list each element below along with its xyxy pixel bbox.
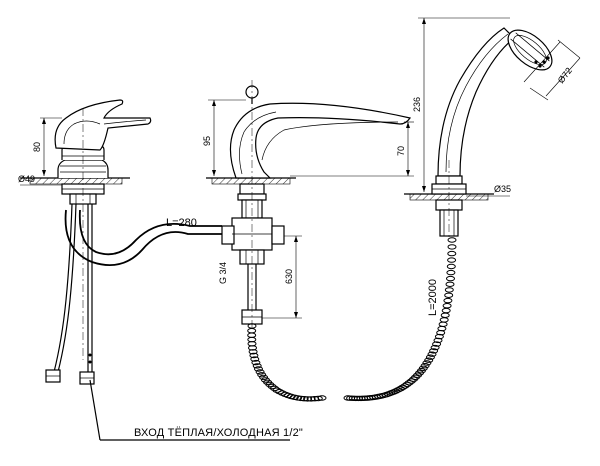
hose-coil-ring	[247, 328, 257, 334]
spout-body	[229, 102, 411, 179]
shower-hose	[247, 237, 457, 402]
hose-coil-ring	[427, 351, 437, 357]
dim-thread-size: G 3/4	[218, 262, 228, 284]
inlet-callout: ВХОД ТЁПЛАЯ/ХОЛОДНАЯ 1/2"	[89, 379, 303, 441]
hose-coil-ring	[447, 257, 457, 263]
hose-coil-ring	[447, 237, 457, 243]
hose-coil-ring	[444, 292, 454, 298]
hose-coil-ring	[439, 317, 449, 323]
hose-coil-ring	[418, 365, 428, 371]
left-mixer: 80 Ø49	[18, 99, 152, 360]
hose-coil-ring	[446, 275, 455, 282]
hose-coil-ring	[445, 281, 455, 287]
hose-coil-ring	[441, 307, 451, 314]
hose-coil-ring	[272, 387, 282, 393]
dim-left-mixer-diameter: Ø49	[18, 174, 35, 184]
dim-shower-hose-length: L=2000	[427, 279, 439, 316]
hand-shower-head	[507, 29, 553, 71]
hose-coil-ring	[440, 312, 450, 318]
hose-coil-ring	[446, 269, 456, 276]
hose-coil-ring	[395, 386, 405, 392]
hose-coil-ring	[447, 250, 457, 257]
hose-coil-ring	[447, 244, 457, 250]
dim-left-mixer-height: 80	[32, 142, 42, 152]
center-spout: 95 70 G 3/4 630	[202, 80, 414, 330]
dim-spout-outlet-height: 70	[396, 146, 406, 156]
hose-coil-ring	[398, 384, 408, 391]
center-deck-hatch	[211, 177, 291, 185]
hose-coil-ring	[446, 263, 456, 270]
hose-coil-ring	[438, 321, 448, 327]
hose-coil-ring	[249, 352, 259, 359]
hand-shower-handle	[437, 27, 515, 177]
hose-coil-ring	[259, 374, 269, 381]
hand-shower: 236 Ø72 Ø35 L=2000	[404, 17, 581, 316]
hose-coil-ring	[424, 357, 434, 363]
hose-coil-ring	[422, 360, 432, 366]
hose-coil-ring	[430, 344, 440, 351]
hose-coil-ring	[303, 396, 313, 402]
hose-coil-ring	[432, 341, 442, 347]
hose-coil-ring	[317, 395, 327, 401]
hose-coil-ring	[257, 372, 267, 378]
hose-coil-ring	[247, 332, 257, 338]
dim-pipe-length: 630	[284, 269, 294, 284]
connection-hose: L=280	[64, 209, 222, 266]
hose-coil-ring	[442, 303, 452, 309]
hose-coil-ring	[250, 356, 260, 362]
hose-coil-ring	[425, 354, 435, 360]
hose-coil-ring	[429, 348, 439, 354]
dim-spout-total-height: 95	[202, 136, 212, 146]
hose-coil-ring	[444, 287, 454, 293]
dim-connection-hose-length: L=280	[166, 217, 197, 229]
left-inlet-hoses	[45, 203, 95, 385]
hose-coil-ring	[420, 363, 430, 369]
hose-coil-ring	[255, 369, 265, 375]
inlet-label: ВХОД ТЁПЛАЯ/ХОЛОДНАЯ 1/2"	[134, 427, 303, 439]
dim-handshower-base-diameter: Ø35	[494, 184, 511, 194]
hose-coil-ring	[306, 396, 316, 402]
hose-coil-ring	[275, 389, 285, 395]
dim-handshower-head-diameter: Ø72	[556, 66, 574, 86]
left-deck-hatch	[29, 177, 123, 185]
hose-coil-ring	[443, 297, 453, 304]
hose-coil-ring	[310, 396, 320, 402]
hose-coil-ring	[248, 349, 258, 355]
hose-coil-ring	[251, 359, 261, 366]
hose-coil-ring	[433, 337, 443, 344]
dim-handshower-height: 236	[412, 97, 422, 112]
left-mixer-lever	[54, 99, 152, 151]
hose-coil-ring	[252, 363, 262, 369]
hose-coil-ring	[254, 366, 263, 372]
